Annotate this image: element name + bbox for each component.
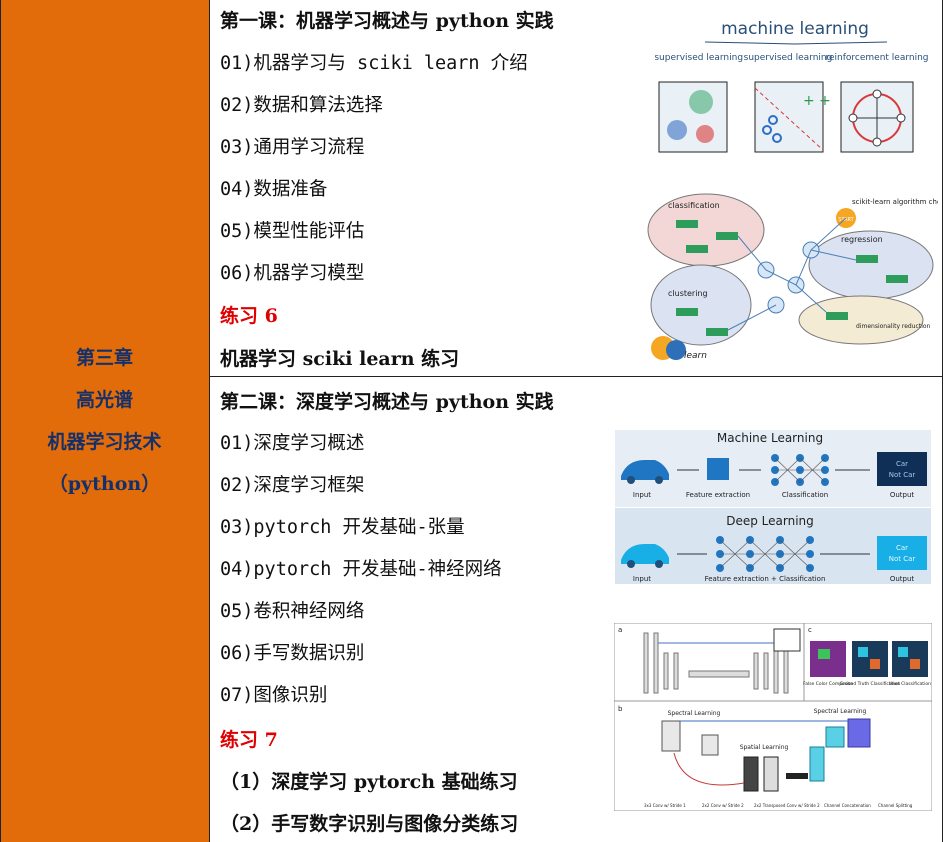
unet-schematic: [643, 632, 789, 694]
ml-label-input: Input: [633, 491, 651, 499]
lesson-1-cell: 第一课：机器学习概述与 python 实践 01)机器学习与 sciki lea…: [210, 0, 943, 377]
dl-output-box: [877, 536, 927, 570]
cheat-sheet-title: scikit-learn algorithm cheat-sheet: [852, 198, 938, 206]
ml-output-notcar: Not Car: [889, 471, 916, 479]
legend-conv2: 2x2 Conv w/ Stride 2: [702, 803, 744, 808]
ml-output-box: [877, 452, 927, 486]
dimensionality-region: [798, 295, 924, 345]
ml-vs-dl-diagram: Machine Learning Deep Learning Car Not C…: [615, 430, 931, 584]
ml-vs-dl-figure: Machine Learning Deep Learning Car Not C…: [615, 430, 931, 584]
caption-unet: Unet Classification: [889, 681, 931, 687]
ml-label-feature: Feature extraction: [686, 491, 750, 499]
svg-text:+ +: + +: [803, 93, 831, 109]
car-icon: [621, 460, 669, 480]
lesson-2-title: 第二课：深度学习概述与 python 实践: [220, 391, 554, 413]
lesson-2-item: 03)pytorch 开发基础-张量: [220, 517, 465, 538]
dl-output-notcar: Not Car: [889, 555, 916, 563]
dl-label-output: Output: [890, 575, 915, 583]
dl-label-input: Input: [633, 575, 651, 583]
spatial-title: Spatial Learning: [740, 744, 789, 751]
ml-types-diagram: machine learning unsupervised learning s…: [655, 19, 929, 153]
regression-label: regression: [841, 235, 883, 244]
ml-neural-net: [771, 454, 829, 486]
spatial-block: [743, 756, 759, 792]
lesson-2-item: 07)图像识别: [220, 685, 328, 706]
clustering-region: [650, 264, 752, 346]
lesson-2-cell: 第二课：深度学习概述与 python 实践 01)深度学习概述 02)深度学习框…: [210, 377, 943, 842]
unet-inset: [773, 628, 801, 652]
lesson-1-item: 04)数据准备: [220, 179, 328, 200]
lesson-2-exercise-item: （2）手写数字识别与图像分类练习: [220, 813, 519, 835]
legend-transposed: 2x2 Transposed Conv w/ Stride 2: [754, 803, 820, 808]
panel-a-label: a: [618, 626, 622, 634]
ml-title: Machine Learning: [717, 431, 823, 445]
clustering-label: clustering: [668, 289, 708, 298]
legend-split: Channel Splitting: [878, 803, 913, 808]
ml-label-classification: Classification: [782, 491, 828, 499]
lesson-1-item: 05)模型性能评估: [220, 221, 365, 242]
unet-figure: a b c False Color Composite: [614, 623, 932, 811]
spectral-block: [661, 720, 681, 752]
ml-types-figure: machine learning unsupervised learning s…: [655, 10, 935, 158]
dl-label-feature-classification: Feature extraction + Classification: [705, 575, 826, 583]
lesson-2-exercise-item: （1）深度学习 pytorch 基础练习: [220, 771, 518, 793]
chapter-number: 第三章: [75, 347, 133, 369]
legend-conv3: 3x3 Conv w/ Stride 1: [644, 803, 686, 808]
output-block: [847, 718, 871, 748]
lesson-1-title: 第一课：机器学习概述与 python 实践: [220, 10, 554, 32]
unsupervised-panel: [658, 81, 728, 153]
unsupervised-label: unsupervised learning: [655, 53, 743, 63]
lesson-2-item: 06)手写数据识别: [220, 643, 365, 664]
feature-person-icon: [707, 458, 729, 480]
cheat-sheet-figure: classification regression clustering dim…: [646, 190, 938, 364]
start-label: START: [838, 217, 854, 223]
classification-label: classification: [668, 201, 720, 210]
ml-output-car: Car: [896, 460, 908, 468]
legend-concat: Channel Concatenation: [824, 803, 871, 808]
supervised-label: supervised learning: [744, 53, 833, 63]
car-icon: [621, 544, 669, 564]
lesson-1-item: 03)通用学习流程: [220, 137, 365, 158]
lesson-2-item: 04)pytorch 开发基础-神经网络: [220, 559, 502, 580]
lesson-1-exercise: 练习 6: [220, 305, 278, 327]
lesson-1-item: 01)机器学习与 sciki learn 介绍: [220, 53, 528, 74]
caption-ground-truth: Ground Truth Classification: [840, 681, 901, 687]
lesson-2-item: 05)卷积神经网络: [220, 601, 365, 622]
lesson-1-item: 02)数据和算法选择: [220, 95, 383, 116]
panel-c-label: c: [808, 626, 812, 634]
panel-b-label: b: [618, 705, 623, 713]
chapter-cell: 第三章 高光谱 机器学习技术 （python）: [0, 0, 210, 842]
spectral-title-1: Spectral Learning: [668, 710, 721, 717]
dl-title: Deep Learning: [726, 514, 814, 528]
dimensionality-label: dimensionality reduction: [856, 323, 931, 330]
dl-neural-net: [716, 536, 814, 572]
reinforcement-label: reinforcement learning: [825, 53, 928, 63]
lesson-1-exercise-detail: 机器学习 sciki learn 练习: [220, 348, 460, 370]
chapter-language: （python）: [48, 473, 161, 495]
caption-false-color: False Color Composite: [803, 681, 853, 687]
lesson-2-exercise: 练习 7: [220, 729, 278, 751]
chapter-title: 机器学习技术: [47, 431, 162, 453]
ml-label-output: Output: [890, 491, 915, 499]
lesson-1-item: 06)机器学习模型: [220, 263, 365, 284]
cheat-sheet-diagram: classification regression clustering dim…: [646, 190, 938, 364]
unet-diagram: a b c False Color Composite: [614, 623, 932, 811]
ml-types-title: machine learning: [721, 19, 869, 39]
spectral-title-2: Spectral Learning: [814, 708, 867, 715]
lesson-2-item: 02)深度学习框架: [220, 475, 365, 496]
lesson-2-item: 01)深度学习概述: [220, 433, 365, 454]
dl-output-car: Car: [896, 544, 908, 552]
sklearn-logo-text: learn: [684, 351, 707, 361]
chapter-topic: 高光谱: [75, 389, 133, 411]
